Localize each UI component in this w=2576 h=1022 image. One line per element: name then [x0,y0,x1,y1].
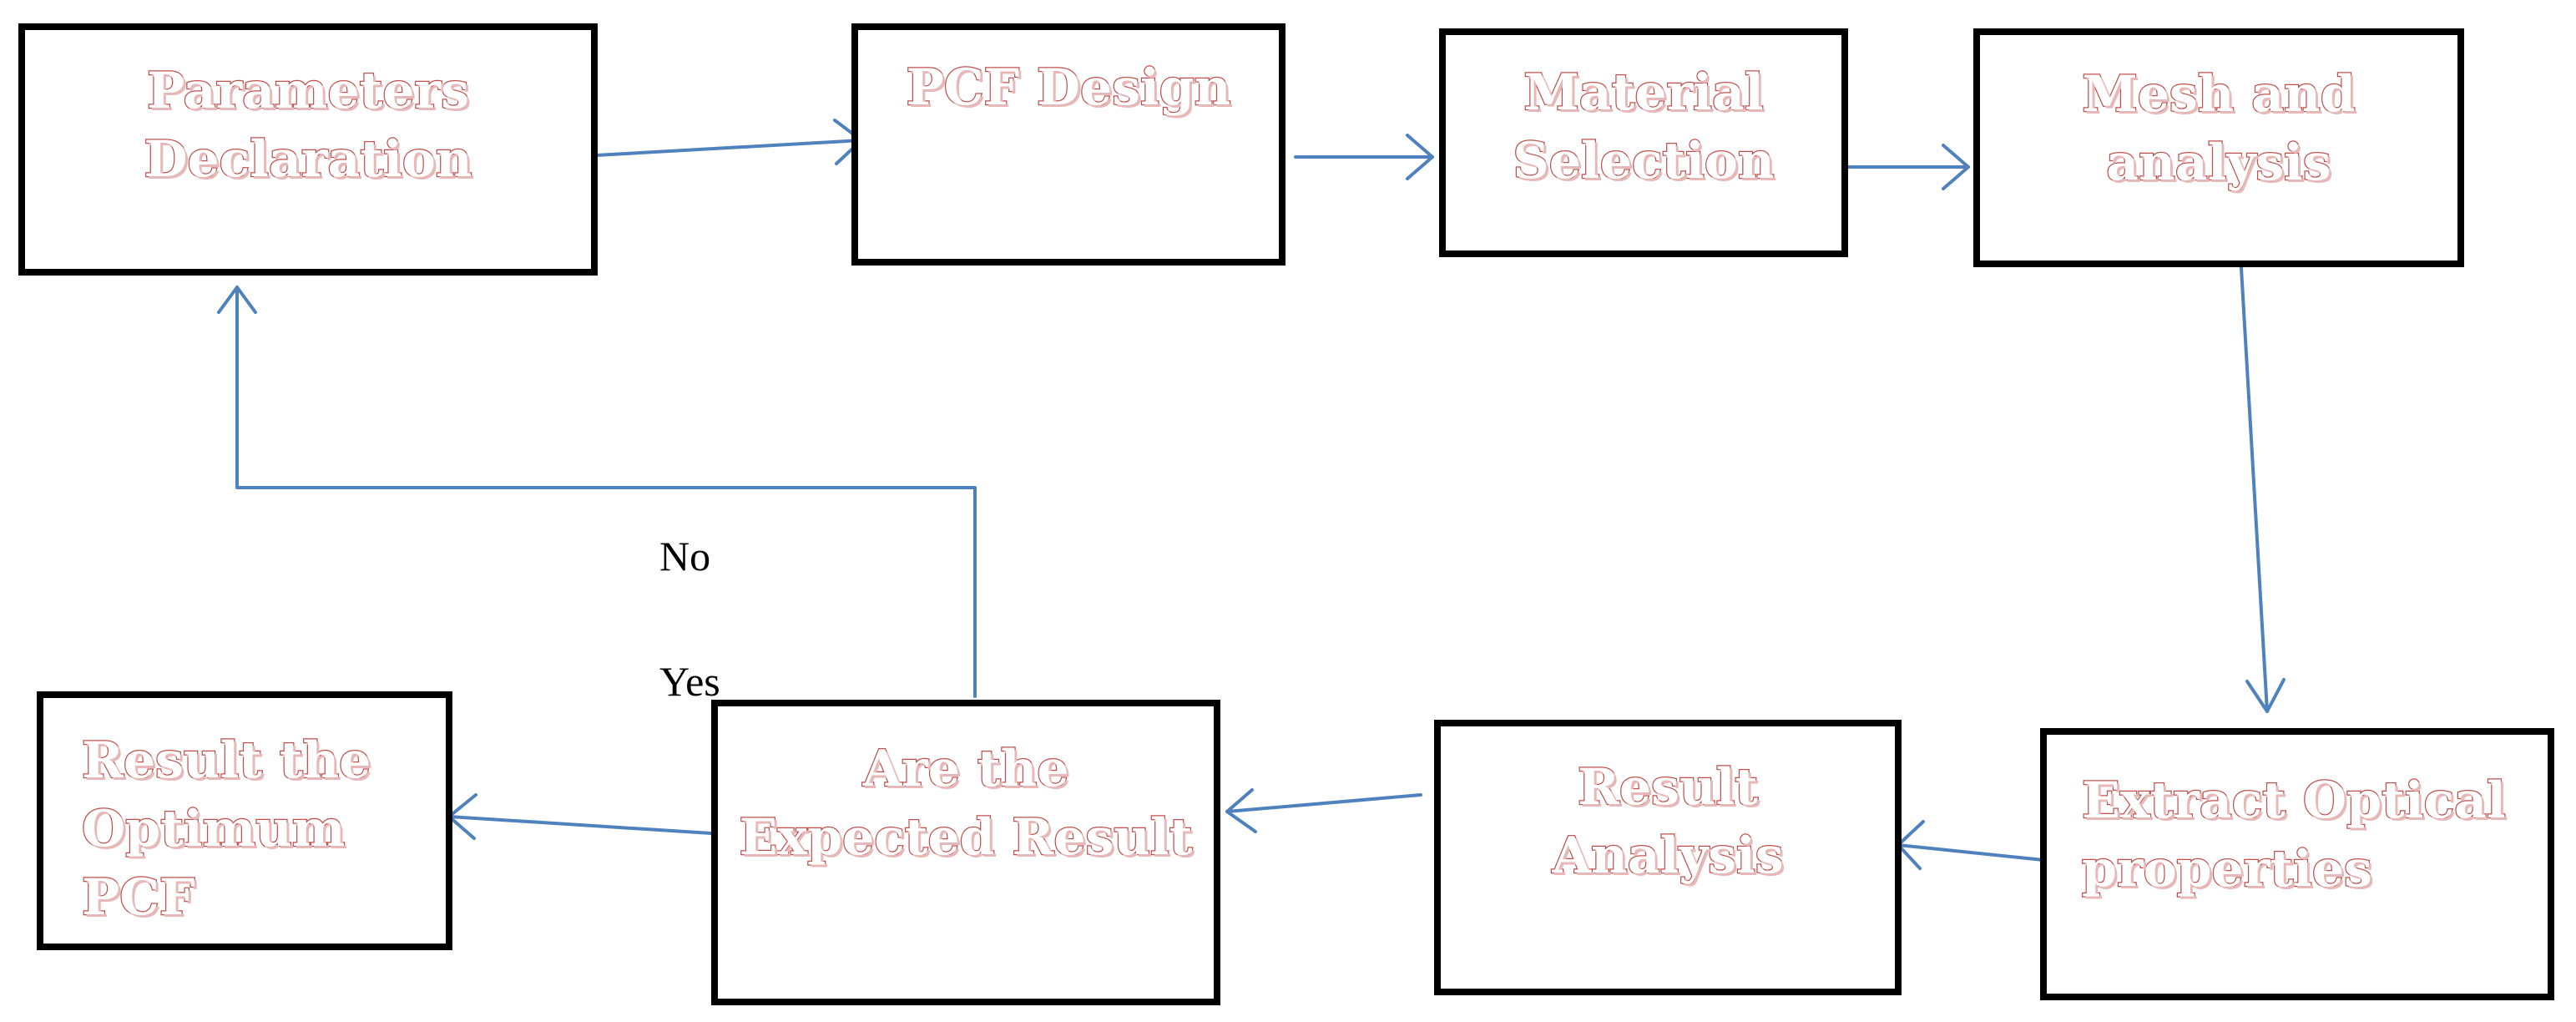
material-line-1: Material [1523,63,1765,124]
pcf-design-label: PCF Design [858,53,1279,122]
decision-line-1: Are the [861,739,1069,800]
parameters-line-1: Parameters [146,61,470,122]
optimum-line-2: Optimum [81,799,346,860]
arrow-result-analysis-to-decision [1225,788,1422,833]
decision-no-label: No [659,533,711,579]
decision-line-2: Expected Result [738,807,1193,868]
result-analysis-line-2: Analysis [1551,826,1785,887]
mesh-analysis-label: Mesh and analysis [1980,60,2457,197]
arrow-mesh-to-extract [2239,252,2286,713]
optimum-pcf-box: Result the Optimum PCF [37,691,452,950]
result-analysis-box: Result Analysis [1434,720,1902,995]
mesh-line-1: Mesh and [2081,64,2356,125]
result-analysis-label: Result Analysis [1441,753,1895,890]
decision-label: Are the Expected Result [718,735,1214,872]
arrow-material-to-mesh [1843,144,1970,190]
optimum-line-3: PCF [81,868,196,928]
extract-line-2: properties [2081,839,2373,900]
arrow-pcf-design-to-material [1294,134,1434,180]
parameters-line-2: Declaration [143,129,473,190]
optimum-pcf-label: Result the Optimum PCF [81,726,372,932]
decision-yes-label: Yes [659,658,720,705]
pcf-design-box: PCF Design [851,23,1285,266]
pcf-design-line-1: PCF Design [905,58,1231,119]
extract-optical-box: Extract Optical properties [2040,728,2554,1000]
mesh-line-2: analysis [2105,133,2332,194]
extract-optical-label: Extract Optical properties [2081,766,2507,903]
arrow-parameters-to-pcf-design [594,119,863,165]
arrow-decision-loop-to-parameters [217,286,977,698]
optimum-line-1: Result the [81,731,372,792]
material-selection-label: Material Selection [1446,58,1841,195]
result-analysis-line-1: Result [1577,757,1759,818]
parameters-declaration-label: Parameters Declaration [25,57,591,194]
parameters-declaration-box: Parameters Declaration [18,23,598,276]
arrow-extract-to-result-analysis [1897,820,2045,870]
material-selection-box: Material Selection [1439,28,1848,257]
mesh-analysis-box: Mesh and analysis [1973,28,2464,267]
decision-box: Are the Expected Result [711,700,1220,1005]
extract-line-1: Extract Optical [2081,771,2507,832]
arrow-decision-to-optimum [447,793,713,840]
material-line-2: Selection [1512,131,1775,192]
